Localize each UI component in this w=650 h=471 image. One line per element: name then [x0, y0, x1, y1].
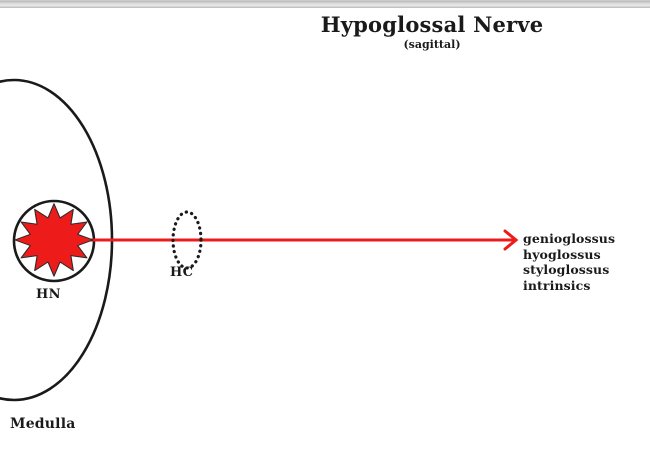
label-hypoglossal-canal: HC	[170, 265, 194, 280]
window-chrome-bar	[0, 0, 650, 8]
label-medulla: Medulla	[10, 416, 76, 432]
list-item: intrinsics	[523, 277, 591, 293]
nucleus-starburst-icon	[14, 203, 94, 277]
list-item: genioglossus	[523, 231, 616, 246]
target-muscle-list: genioglossus hyoglossus styloglossus int…	[523, 231, 615, 293]
list-item: hyoglossus	[523, 246, 601, 262]
hypoglossal-canal-ellipse	[171, 210, 203, 270]
label-hypoglossal-nucleus: HN	[36, 287, 61, 302]
list-item: styloglossus	[523, 262, 610, 277]
arrowhead-icon	[503, 229, 519, 251]
